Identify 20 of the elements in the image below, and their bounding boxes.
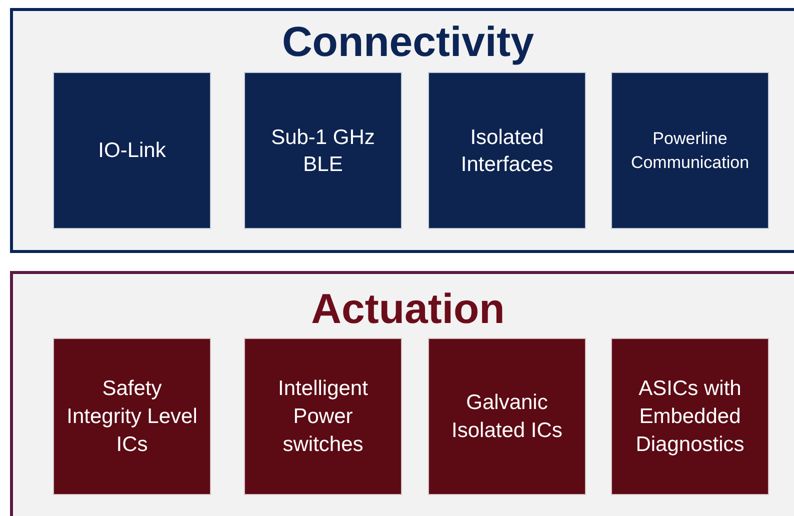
box-label: Intelligent Power switches: [277, 376, 369, 458]
box-label: ASICs with Embedded Diagnostics: [634, 376, 746, 458]
category-box: [611, 72, 769, 229]
panel-title: Connectivity: [282, 21, 534, 63]
category-box: [244, 72, 402, 229]
box-label: Galvanic Isolated ICs: [450, 390, 564, 444]
box-label: Sub-1 GHz BLE: [270, 124, 376, 178]
box-label: Powerline Communication: [630, 128, 750, 174]
group-panel: [10, 271, 794, 516]
category-box: [244, 338, 402, 495]
box-label: Safety Integrity Level ICs: [66, 376, 198, 458]
group-panel: [10, 8, 794, 253]
category-box: [611, 338, 769, 495]
box-label: Isolated Interfaces: [460, 124, 554, 178]
category-box: [53, 72, 211, 229]
category-box: [53, 338, 211, 495]
panel-title: Actuation: [311, 288, 505, 330]
category-box: [428, 338, 586, 495]
box-label: IO-Link: [97, 138, 167, 164]
category-box: [428, 72, 586, 229]
